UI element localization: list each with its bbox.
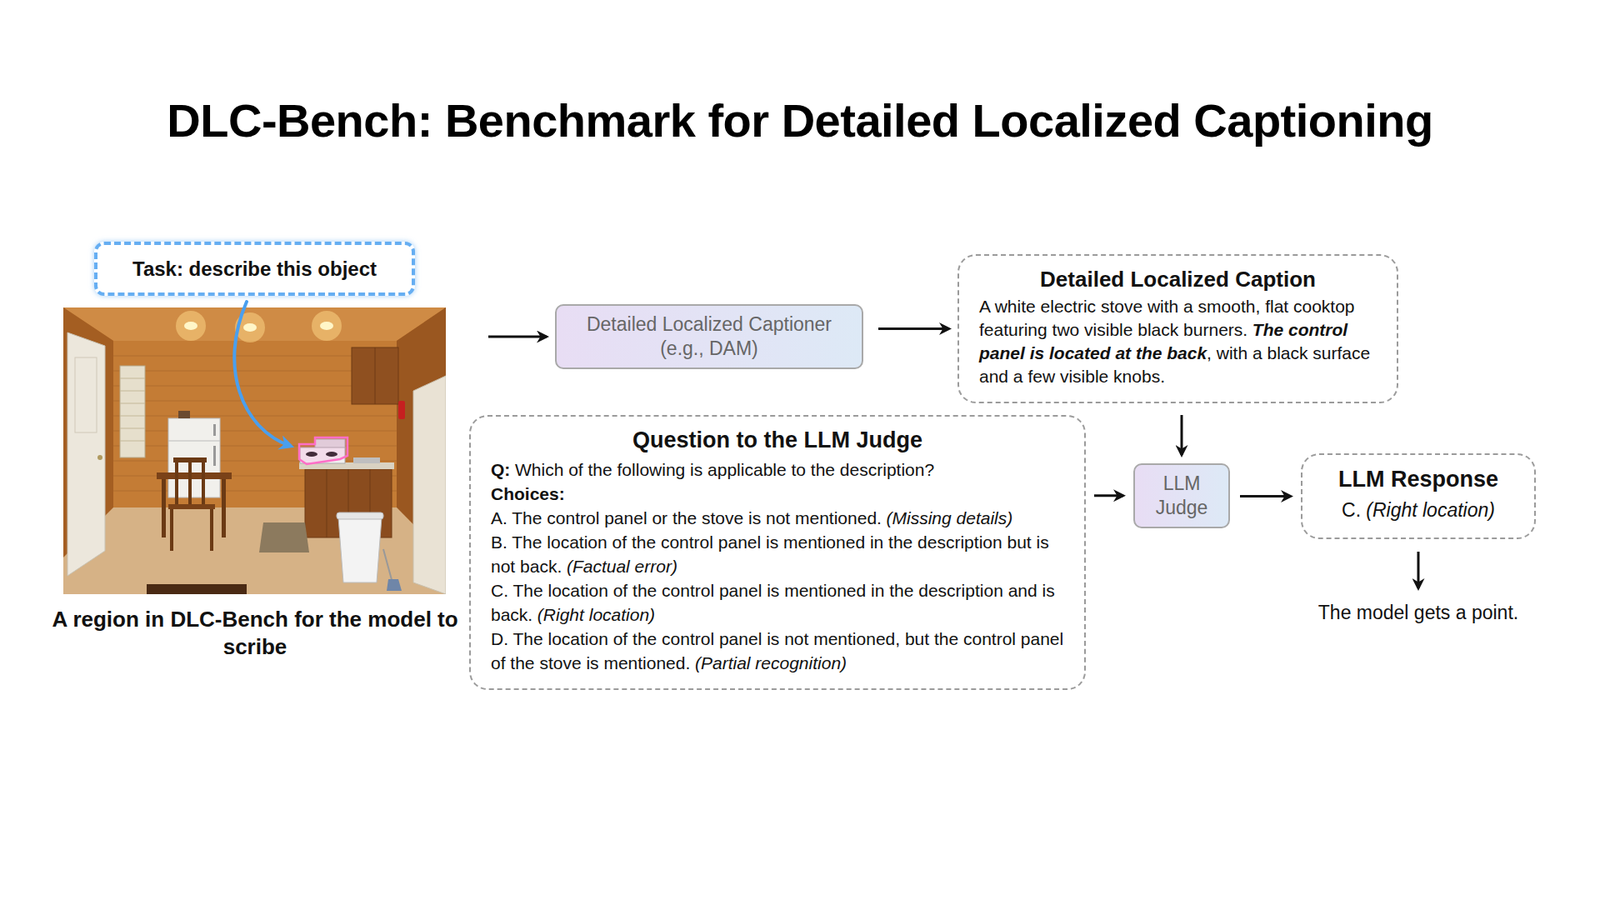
chair-slat [188, 462, 192, 505]
model-name-row: Detailed Localized Captioner (e.g., DAM) [566, 312, 852, 361]
judge-name-row: LLM Judge [1145, 471, 1219, 520]
captioner-box: Detailed Localized Captioner (e.g., DAM) [555, 304, 864, 370]
ceiling-light [243, 323, 257, 332]
chair-slat [175, 462, 179, 505]
slat [120, 440, 145, 442]
door-panel [75, 357, 97, 433]
question-box: Question to the LLM JudgeQ:Which of the … [469, 415, 1086, 690]
task-text-row: Task: describe this object [132, 255, 377, 282]
response-answer-row: C.(Right location) [1322, 498, 1515, 524]
question-line: Which of the following is applicable to … [515, 460, 935, 480]
arrow-connector [488, 335, 547, 339]
table-leg [161, 479, 166, 538]
box-heading-row: Question to the LLM Judge [490, 426, 1065, 455]
question-line-row: Q:Which of the following is applicable t… [490, 458, 1065, 483]
fridge-item [178, 410, 190, 419]
image-region: A region in DLC-Bench for the model to s… [63, 307, 470, 595]
plank-line [113, 445, 397, 446]
judge-box: LLM Judge [1133, 463, 1230, 529]
fire-extinguisher [398, 400, 405, 420]
box-heading-row: Detailed Localized Caption [979, 265, 1377, 294]
table-leg [221, 479, 226, 538]
chair-seat [168, 504, 215, 510]
box-heading: Detailed Localized Caption [1040, 266, 1316, 292]
caption-body-row: A white electric stove with a smooth, fl… [979, 295, 1377, 390]
arrow-connector [1094, 494, 1124, 497]
slat [120, 415, 145, 417]
box-heading: LLM Response [1338, 466, 1499, 492]
door-knob [97, 455, 103, 460]
result-arrow [1417, 551, 1420, 589]
box-heading: Question to the LLM Judge [632, 427, 923, 453]
arrow-connector [878, 327, 950, 330]
response-answer: (Right location) [1365, 499, 1495, 521]
sink [353, 457, 380, 464]
result-note: The model gets a point. [1293, 601, 1544, 625]
choice-line: A. The control panel or the stove is not… [490, 508, 882, 528]
fridge-handle [213, 445, 216, 466]
choices-heading: Choices: [490, 484, 565, 504]
bin-lid [336, 512, 384, 520]
task-text: Task: describe this object [132, 257, 377, 280]
image-caption: A region in DLC-Bench for the model to s… [46, 605, 464, 660]
chair-leg [170, 509, 174, 551]
chair-leg [210, 509, 214, 551]
choices-heading-row: Choices: [490, 482, 1065, 507]
question-line: Q: [490, 460, 510, 480]
plank-line [113, 415, 397, 416]
choice-line-row: C. The location of the control panel is … [490, 579, 1065, 628]
model-name: Detailed Localized Captioner (e.g., DAM) [586, 313, 832, 360]
upper-cabinet [351, 347, 399, 405]
broom-bristles [386, 579, 402, 591]
fridge-split [168, 440, 220, 442]
ceiling-light [320, 321, 334, 330]
slat [120, 428, 145, 430]
light-glow [311, 310, 342, 341]
response-answer: C. [1341, 499, 1361, 521]
arrow-connector [1180, 415, 1184, 455]
caption-box: Detailed Localized Caption A white electr… [957, 254, 1399, 404]
region-mask [299, 437, 348, 465]
title: DLC-Bench: Benchmark for Detailed Locali… [166, 93, 1433, 148]
plank-line [113, 430, 397, 431]
floor-mat [146, 584, 247, 595]
slat [120, 390, 145, 392]
photo-ground [63, 307, 446, 595]
chair-slat [201, 462, 205, 505]
blind-slats [120, 378, 145, 441]
box-heading-row: LLM Response [1322, 465, 1515, 495]
left-door [67, 332, 105, 576]
cabinet-split [375, 347, 376, 405]
cabinet-split [326, 469, 328, 538]
table-top [156, 472, 232, 480]
choice-line-row: D. The location of the control panel is … [490, 627, 1065, 676]
trash-bin [338, 517, 382, 583]
choice-line: (Right location) [537, 605, 655, 625]
right-door [413, 375, 446, 595]
light-glow [175, 310, 206, 341]
chair-back [173, 457, 207, 463]
choice-line: (Factual error) [566, 556, 678, 576]
choice-line: (Missing details) [886, 508, 1014, 528]
choice-line-row: B. The location of the control panel is … [490, 530, 1065, 580]
ceiling-light [184, 321, 198, 330]
judge-name: LLM Judge [1155, 472, 1209, 519]
arrow-connector [1240, 495, 1291, 498]
fridge-handle [213, 424, 216, 436]
window-blind [120, 365, 145, 458]
slat [120, 378, 145, 380]
slat [120, 403, 145, 405]
choice-line: (Partial recognition) [695, 653, 847, 673]
choice-line-row: A. The control panel or the stove is not… [490, 506, 1065, 531]
response-box: LLM ResponseC.(Right location) [1300, 453, 1536, 540]
pointer-arrow [234, 301, 290, 446]
task-box: Task: describe this object [94, 241, 415, 296]
kitchen-photo [63, 307, 446, 595]
rug [259, 522, 310, 553]
